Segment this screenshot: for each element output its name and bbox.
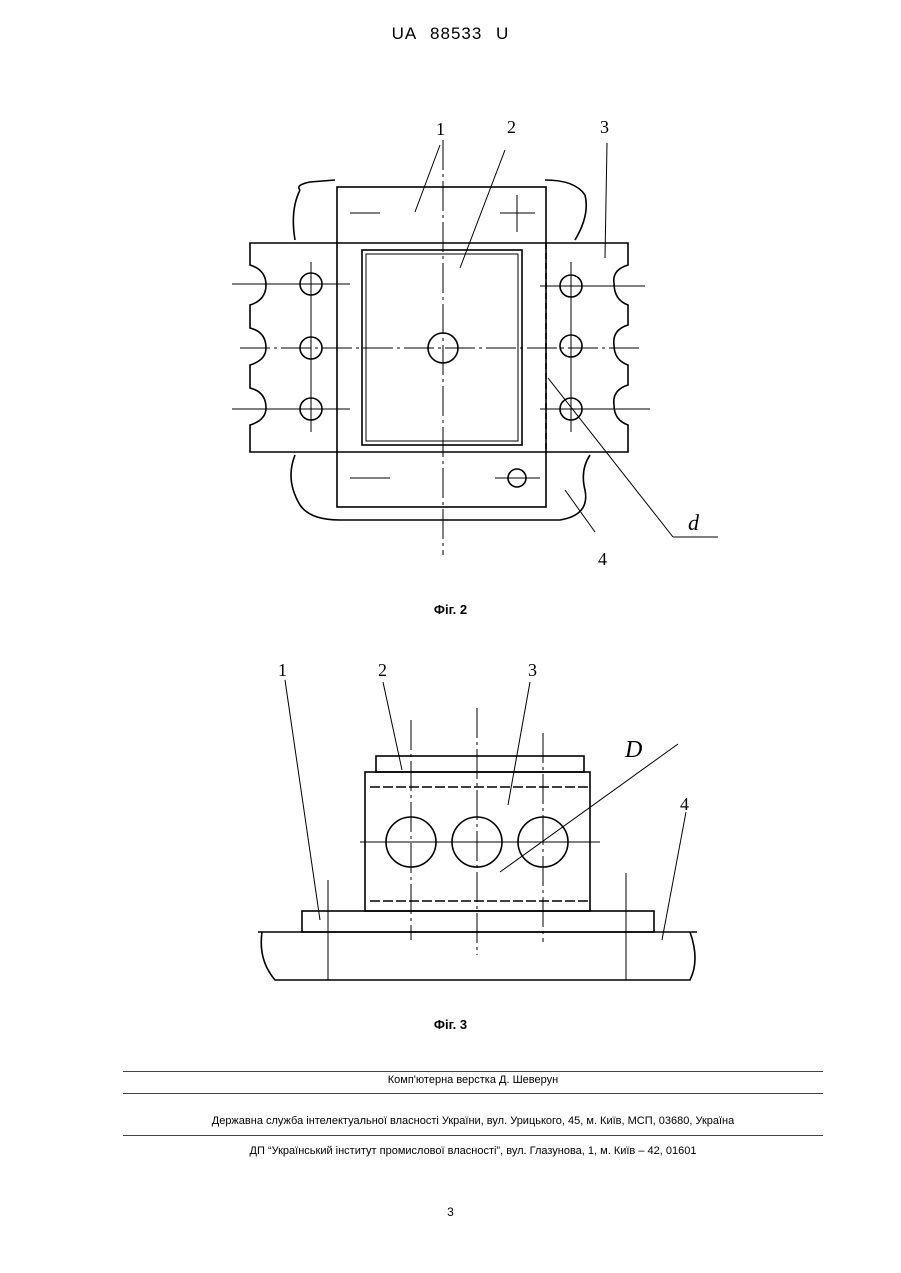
frame-1 xyxy=(337,187,546,507)
fig3-label-1: 1 xyxy=(278,660,287,680)
figure-2-caption: Фіг. 2 xyxy=(0,602,901,617)
fig3-label-3: 3 xyxy=(528,660,537,680)
footer-divider xyxy=(123,1071,823,1072)
agency-address: Державна служба інтелектуальної власност… xyxy=(123,1115,823,1127)
fig3-label-D: D xyxy=(624,737,642,763)
layout-credit: Комп'ютерна верстка Д. Шеверун xyxy=(123,1074,823,1086)
fig3-label-4: 4 xyxy=(680,794,689,814)
footer-divider xyxy=(123,1093,823,1094)
fig2-label-3: 3 xyxy=(600,117,609,137)
page-number: 3 xyxy=(0,1205,901,1219)
figure-3-caption: Фіг. 3 xyxy=(0,1017,901,1032)
fig2-label-1: 1 xyxy=(436,119,445,139)
base-plate-outline xyxy=(291,180,590,520)
fig3-label-2: 2 xyxy=(378,660,387,680)
fig2-label-4: 4 xyxy=(598,549,607,569)
fig2-label-d: d xyxy=(688,510,700,535)
institute-address: ДП “Український інститут промислової вла… xyxy=(123,1145,823,1157)
fig2-label-2: 2 xyxy=(507,117,516,137)
footer-divider xyxy=(123,1135,823,1136)
figure-2-drawing: 1 2 3 4 d xyxy=(0,0,901,600)
figure-3-drawing: 1 2 3 4 D xyxy=(0,650,901,1010)
